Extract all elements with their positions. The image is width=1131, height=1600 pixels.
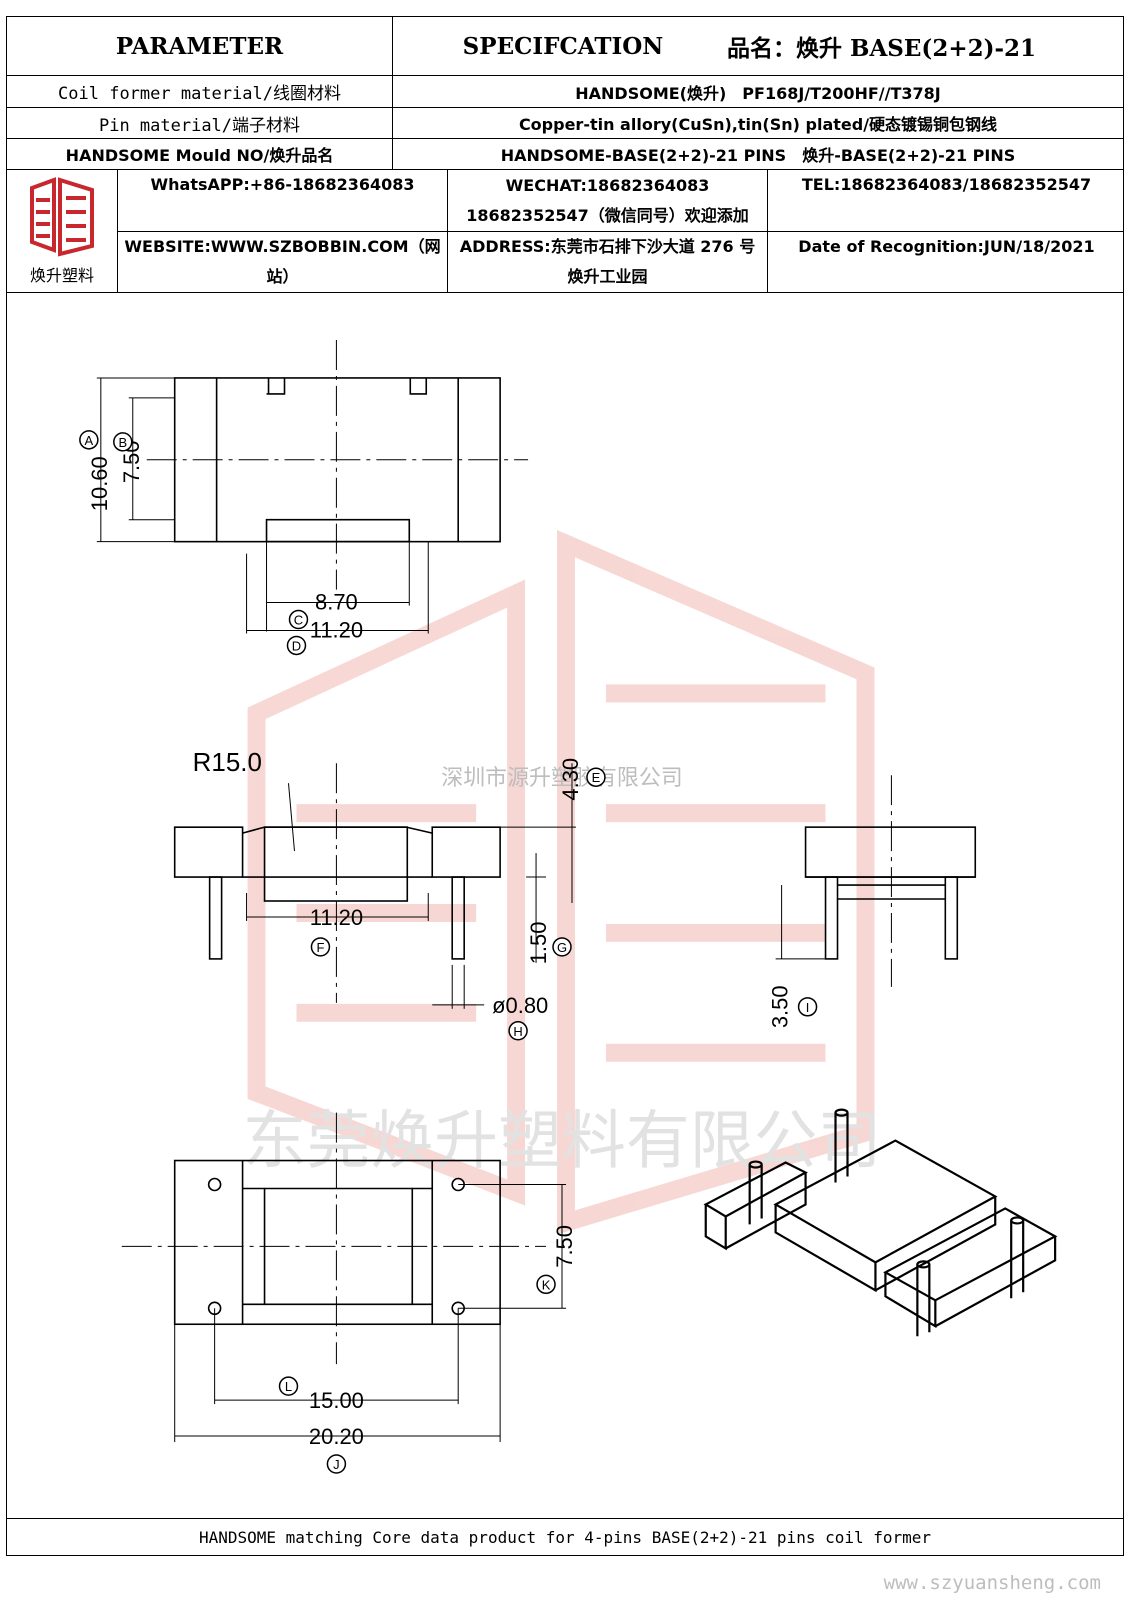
svg-text:J: J (333, 1457, 339, 1472)
svg-text:K: K (542, 1277, 551, 1292)
dim-k: 7.50 (552, 1225, 577, 1268)
svg-text:C: C (294, 613, 303, 628)
svg-text:F: F (316, 940, 324, 955)
recognition-date: Date of Recognition:JUN/18/2021 (798, 237, 1095, 256)
dim-a: 10.60 (87, 456, 112, 511)
logo-caption: 焕升塑料 (29, 266, 94, 285)
callout-b: B (113, 432, 133, 452)
dim-h: ø0.80 (492, 993, 548, 1018)
website: WEBSITE:WWW.SZBOBBIN.COM（网站） (124, 237, 441, 286)
svg-text:E: E (592, 770, 601, 785)
param-row-pin: Pin material/端子材料 Copper-tin allory(CuSn… (7, 108, 1123, 139)
dim-c: 8.70 (315, 590, 358, 615)
param-value: HANDSOME(焕升) PF168J/T200HF//T378J (575, 83, 941, 103)
dim-f: 11.20 (310, 905, 363, 930)
handsome-logo-icon (30, 177, 94, 257)
param-row-coil: Coil former material/线圈材料 HANDSOME(焕升) P… (7, 76, 1123, 108)
svg-text:H: H (513, 1024, 522, 1039)
isometric-view (703, 1108, 1058, 1337)
param-value: Copper-tin allory(CuSn),tin(Sn) plated/硬… (518, 115, 998, 134)
param-label: HANDSOME Mould NO/焕升品名 (65, 146, 334, 165)
callout-e: E (586, 767, 606, 787)
dim-g: 1.50 (526, 922, 551, 965)
dim-l: 15.00 (309, 1388, 364, 1413)
callout-d: D (286, 635, 307, 656)
contact-block: 焕升塑料 WhatsAPP:+86-18682364083 WECHAT:186… (7, 170, 1123, 293)
whatsapp: WhatsAPP:+86-18682364083 (150, 175, 415, 194)
svg-text:B: B (118, 435, 127, 450)
spec-sheet: PARAMETER SPECIFCATION 品名：焕升 BASE(2+2)-2… (6, 16, 1124, 1556)
footer: HANDSOME matching Core data product for … (7, 1518, 1123, 1555)
svg-text:D: D (292, 638, 301, 653)
watermark-url: www.szyuansheng.com (883, 1572, 1101, 1594)
dim-j: 20.20 (309, 1424, 364, 1449)
watermark-company-large: 东莞焕升塑料有限公司 (243, 1105, 882, 1179)
address: ADDRESS:东莞市石排下沙大道 276 号焕升工业园 (459, 237, 756, 286)
header-row: PARAMETER SPECIFCATION 品名：焕升 BASE(2+2)-2… (7, 17, 1123, 76)
param-value: HANDSOME-BASE(2+2)-21 PINS 焕升-BASE(2+2)-… (500, 146, 1016, 165)
product-name: 品名：焕升 BASE(2+2)-21 (727, 35, 1037, 62)
svg-text:G: G (557, 940, 567, 955)
callout-g: G (552, 937, 572, 957)
svg-text:A: A (85, 433, 94, 448)
dim-e: 4.30 (558, 758, 583, 801)
callout-j: J (326, 1454, 347, 1474)
footer-text: HANDSOME matching Core data product for … (198, 1527, 932, 1547)
watermark-logo (247, 529, 875, 1235)
dim-i: 3.50 (768, 985, 793, 1028)
svg-text:L: L (285, 1379, 292, 1394)
callout-k: K (536, 1274, 556, 1295)
dim-d: 11.20 (310, 617, 363, 642)
wechat: WECHAT:18682364083 18682352547（微信同号）欢迎添加 (466, 175, 749, 225)
param-label: Pin material/端子材料 (98, 115, 301, 136)
callout-f: F (310, 937, 331, 957)
logo: 焕升塑料 (7, 170, 117, 292)
watermark-company-small: 深圳市源升塑胶有限公司 (441, 766, 682, 791)
dim-radius: R15.0 (193, 749, 262, 777)
callout-a: A (79, 430, 99, 450)
spec-label: SPECIFCATION (462, 32, 664, 60)
param-row-mould: HANDSOME Mould NO/焕升品名 HANDSOME-BASE(2+2… (7, 139, 1123, 170)
tel: TEL:18682364083/18682352547 (801, 175, 1092, 194)
callout-l: L (278, 1376, 299, 1396)
technical-drawing: 深圳市源升塑胶有限公司 东莞焕升塑料有限公司 (79, 340, 1058, 1474)
callout-h: H (508, 1021, 528, 1041)
parameter-label: PARAMETER (115, 32, 284, 60)
callout-i: I (797, 997, 818, 1017)
callout-c: C (288, 609, 309, 630)
svg-text:I: I (806, 1000, 810, 1015)
param-label: Coil former material/线圈材料 (58, 84, 341, 104)
